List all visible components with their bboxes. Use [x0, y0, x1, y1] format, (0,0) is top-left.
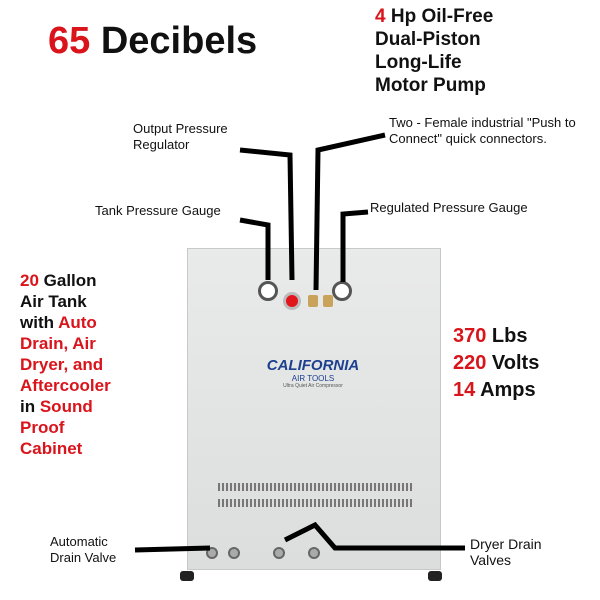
regulated-pressure-gauge: [332, 281, 352, 301]
drain-valve-line: [134, 545, 211, 553]
tank-gauge-line: [239, 217, 271, 280]
regulated-gauge-line: [340, 209, 369, 282]
drain-valve-label: Automatic Drain Valve: [50, 534, 117, 565]
tank-gauge-label: Tank Pressure Gauge: [95, 203, 221, 218]
output-regulator-knob: [283, 292, 301, 310]
vent: [218, 483, 413, 491]
regulator-line: [239, 147, 295, 281]
dryer-drain-label: Dryer Drain Valves: [470, 536, 542, 568]
output-regulator-label: Output Pressure Regulator: [133, 121, 228, 152]
connector-line: [313, 132, 386, 291]
brand-logo: CALIFORNIA AIR TOOLS Ultra Quiet Air Com…: [266, 357, 360, 389]
drain-valve: [228, 547, 240, 559]
dryer-drain-line: [283, 521, 465, 551]
dryer-drain-valve: [273, 547, 285, 559]
tank-description: 20 Gallon Air Tank with Auto Drain, Air …: [20, 271, 111, 458]
decibels-headline: 65 Decibels: [48, 20, 258, 62]
vent: [218, 499, 413, 507]
quick-connector: [308, 295, 318, 307]
regulated-gauge-label: Regulated Pressure Gauge: [370, 200, 528, 215]
electrical-specs: 370 Lbs 220 Volts 14 Amps: [453, 325, 540, 401]
dryer-drain-valve: [308, 547, 320, 559]
quick-connector: [323, 295, 333, 307]
caster-wheel: [180, 571, 194, 581]
motor-spec: 4 Hp Oil-Free Dual-Piston Long-Life Moto…: [375, 6, 494, 96]
connectors-label: Two - Female industrial "Push to Connect…: [389, 115, 576, 146]
tank-pressure-gauge: [258, 281, 278, 301]
caster-wheel: [428, 571, 442, 581]
compressor-cabinet: CALIFORNIA AIR TOOLS Ultra Quiet Air Com…: [180, 248, 442, 581]
